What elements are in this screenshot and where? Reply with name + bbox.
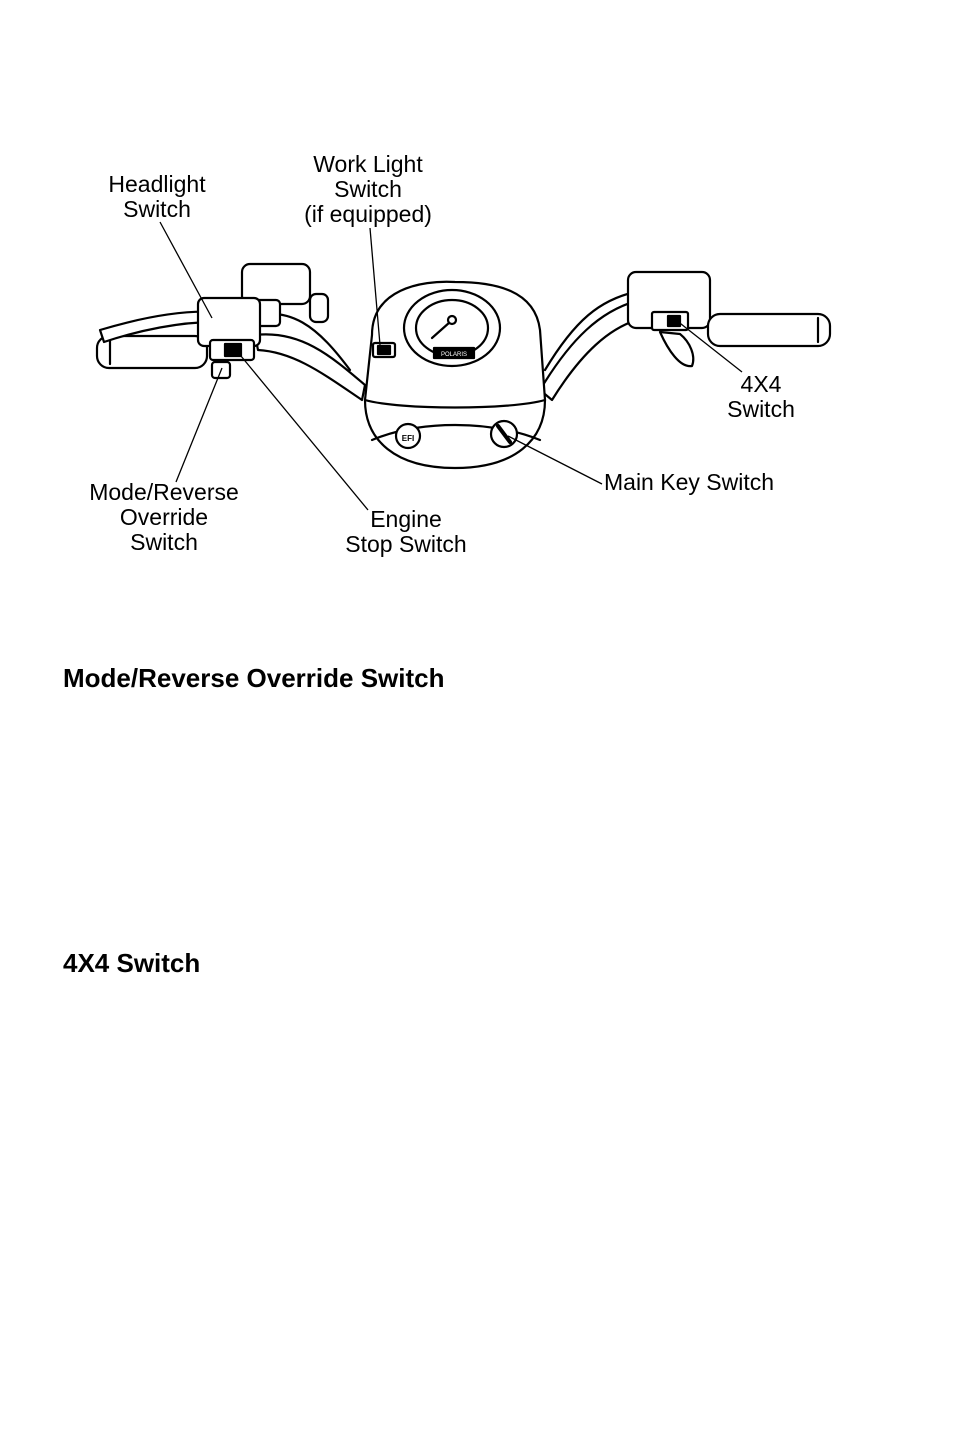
leader-headlight <box>159 221 213 319</box>
efi-badge <box>394 422 422 450</box>
callout-4x4-switch: 4X4 Switch <box>727 371 795 422</box>
leader-main-key <box>507 435 603 485</box>
left-handlebar-tube <box>253 333 367 402</box>
leader-4x4 <box>675 319 743 373</box>
right-grip <box>706 312 832 348</box>
callout-work-light-switch: Work Light Switch (if equipped) <box>304 151 432 227</box>
left-grip <box>95 334 209 370</box>
engine-stop-button <box>223 342 243 358</box>
callout-headlight-switch: Headlight Switch <box>108 171 206 222</box>
section-heading-mode-reverse: Mode/Reverse Override Switch <box>63 663 445 693</box>
throttle-lever <box>658 330 695 368</box>
four-by-four-button <box>666 314 682 328</box>
leader-mode-reverse <box>175 367 223 483</box>
callout-engine-stop-switch: Engine Stop Switch <box>345 506 467 557</box>
callout-mode-reverse-switch: Mode/Reverse Override Switch <box>89 479 239 555</box>
leader-work-light <box>369 227 381 346</box>
efi-label: EFI <box>402 434 414 443</box>
callout-main-key-switch: Main Key Switch <box>604 469 775 495</box>
leader-engine-stop <box>235 349 369 511</box>
section-heading-4x4: 4X4 Switch <box>63 948 201 978</box>
handlebar-controls-diagram: POLARIS EFI <box>95 221 832 511</box>
left-switch-housing <box>196 296 262 348</box>
gauge-brand: POLARIS <box>441 352 467 358</box>
